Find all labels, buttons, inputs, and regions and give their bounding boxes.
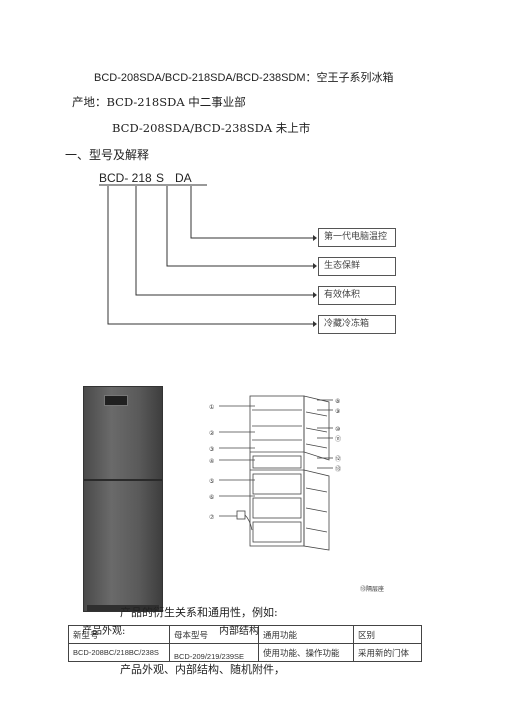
callout-12: ⑫ xyxy=(335,455,341,463)
model-code-part3: DA xyxy=(175,171,192,185)
diagram-tag: ⑬隔层座 xyxy=(360,585,384,593)
explanation-box-computer-control: 第一代电脑温控 xyxy=(318,228,396,247)
overlap-label-appearance: 产品外观: xyxy=(82,626,126,637)
table-row: BCD-208BC/218BC/238S BCD-209/219/239SE 使… xyxy=(68,643,422,662)
callout-8: ⑧ xyxy=(335,398,340,405)
callout-3: ③ xyxy=(209,446,214,453)
table-header-common-function: 通用功能 xyxy=(258,625,354,644)
callout-11: ⑪ xyxy=(335,435,341,443)
model-code-part1: BCD- 218 xyxy=(99,171,152,185)
callout-1: ① xyxy=(209,404,214,411)
footer-text: 产品外观、内部结构、随机附件， xyxy=(120,663,285,676)
model-code-part2: S xyxy=(156,171,165,185)
callout-13: ⑬ xyxy=(335,465,341,473)
fridge-photo xyxy=(83,386,163,612)
section-heading-model: 一、型号及解释 xyxy=(65,148,150,162)
product-relation-text: 产品的衍生关系和通用性，例如: xyxy=(120,606,278,619)
fridge-base xyxy=(87,605,159,611)
overlap-label-internal-structure: 内部结构 xyxy=(219,626,259,637)
callout-10: ⑩ xyxy=(335,426,340,433)
unlisted-line: BCD-208SDA/BCD-238SDA 未上市 xyxy=(112,121,311,135)
callout-2: ② xyxy=(209,430,215,437)
table-header-difference: 区别 xyxy=(353,625,422,644)
explanation-box-eco-fresh: 生态保鲜 xyxy=(318,257,396,276)
model-explanation-lines xyxy=(99,184,317,327)
fridge-door-seam xyxy=(84,479,162,481)
explanation-box-effective-volume: 有效体积 xyxy=(318,286,396,305)
callout-7: ⑦ xyxy=(209,514,215,521)
doc-title: BCD-208SDA/BCD-218SDA/BCD-238SDM：空王子系列冰箱 xyxy=(94,72,394,84)
callout-4: ④ xyxy=(209,458,214,465)
explanation-box-fridge-freezer: 冷藏冷冻箱 xyxy=(318,315,396,334)
table-cell-parent-model: BCD-209/219/239SE xyxy=(169,643,259,662)
table-cell-difference: 采用新的门体 xyxy=(353,643,422,662)
callout-6: ⑥ xyxy=(209,494,214,501)
callout-5: ⑤ xyxy=(209,478,214,485)
table-header-row: 新型号 母本型号 通用功能 区别 xyxy=(68,625,422,644)
derivation-table: 新型号 母本型号 通用功能 区别 BCD-208BC/218BC/238S BC… xyxy=(68,625,422,662)
table-cell-common-function: 使用功能、操作功能 xyxy=(258,643,354,662)
fridge-interior-diagram: ① ② ③ ④ ⑤ ⑥ ⑦ ⑧ ⑨ ⑩ ⑪ ⑫ ⑬ ⑬隔层座 xyxy=(209,395,384,593)
table-cell-new-model: BCD-208BC/218BC/238S xyxy=(68,643,170,662)
callout-9: ⑨ xyxy=(335,408,340,415)
origin-line: 产地：BCD-218SDA 中二事业部 xyxy=(72,95,246,109)
fridge-control-panel xyxy=(104,395,128,406)
